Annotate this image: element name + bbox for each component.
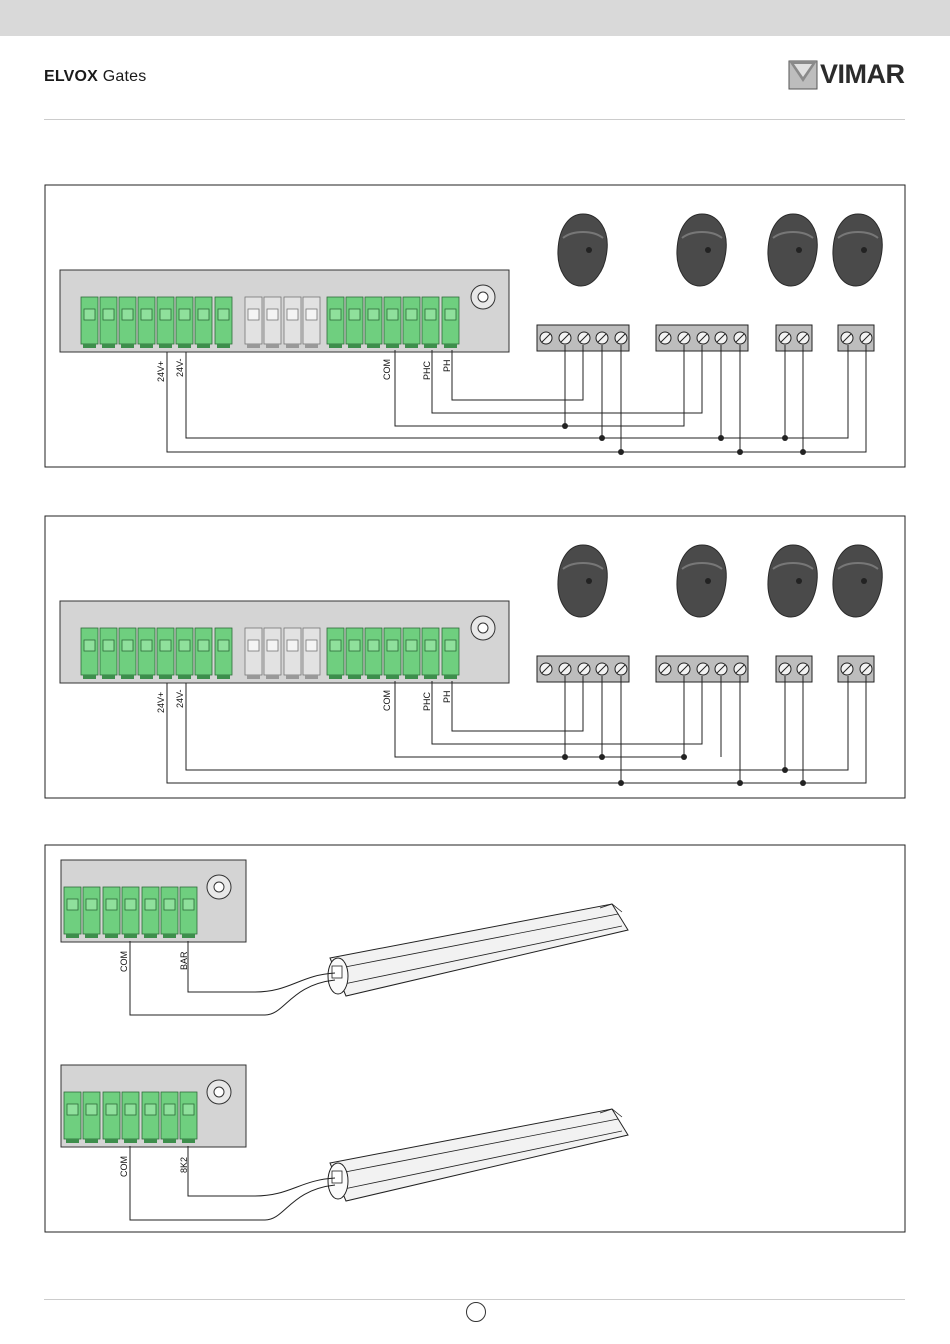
photocell-tx-2-icon <box>833 545 882 617</box>
page-number-badge <box>466 1302 486 1322</box>
photocell-tx-1-icon <box>768 214 817 286</box>
safety-edge-bottom-icon <box>328 1109 628 1201</box>
diagram-safety-edge-wiring: COM BAR COM 8K2 <box>45 845 905 1232</box>
label-ph: PH <box>442 359 452 372</box>
photocell-tx-2-icon <box>833 214 882 286</box>
label-24v-plus: 24V+ <box>156 692 166 713</box>
label-com-bottom: COM <box>119 1156 129 1177</box>
photocell-rx-2-icon <box>677 545 726 617</box>
diagram-photocell-wiring-1: 24V+ 24V- COM PHC PH <box>45 185 905 467</box>
photocell-rx-2-icon <box>677 214 726 286</box>
photocell-rx-1-icon <box>558 545 607 617</box>
safety-edge-top-icon <box>328 904 628 996</box>
label-phc: PHC <box>422 691 432 711</box>
label-phc: PHC <box>422 360 432 380</box>
photocell-rx-1-icon <box>558 214 607 286</box>
photocell-tx-1-icon <box>768 545 817 617</box>
label-com-top: COM <box>119 951 129 972</box>
label-com: COM <box>382 359 392 380</box>
diagram-photocell-wiring-2: 24V+ 24V- COM PHC PH <box>45 516 905 798</box>
label-24v-minus: 24V- <box>175 689 185 708</box>
footer-divider <box>44 1299 905 1300</box>
label-ph: PH <box>442 690 452 703</box>
label-com: COM <box>382 690 392 711</box>
label-24v-minus: 24V- <box>175 358 185 377</box>
label-24v-plus: 24V+ <box>156 361 166 382</box>
terminal-block-green-b <box>327 297 459 348</box>
